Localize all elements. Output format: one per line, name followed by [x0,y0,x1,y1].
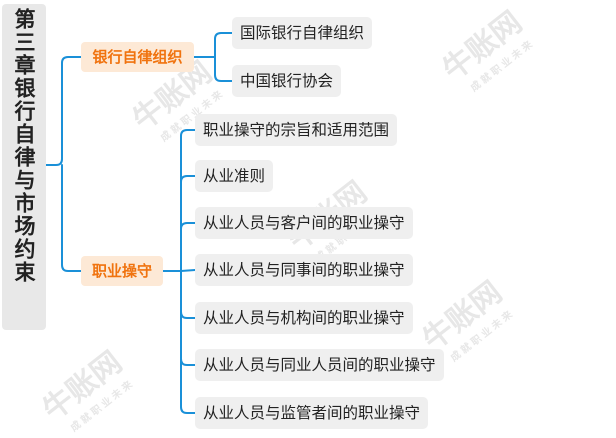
leaf-label: 从业人员与同业人员间的职业操守 [203,356,436,374]
leaf-label: 从业准则 [203,167,266,185]
connector-branch-leaf [214,32,233,58]
leaf-topic[interactable]: 职业操守的宗旨和适用范围 [195,114,398,146]
branch-bank-self-regulation[interactable]: 银行自律组织 [81,42,194,72]
leaf-topic[interactable]: 从业人员与监管者间的职业操守 [195,397,429,429]
leaf-topic[interactable]: 中国银行协会 [232,65,342,97]
leaf-label: 国际银行自律组织 [240,24,365,42]
leaf-topic[interactable]: 从业人员与同事间的职业操守 [195,254,413,286]
connector-branch-leaf [180,270,196,414]
leaf-label: 从业人员与监管者间的职业操守 [203,404,421,422]
branch-label: 银行自律组织 [92,48,183,66]
branch-professional-ethics[interactable]: 职业操守 [81,256,163,286]
connector-branch-leaf [180,222,196,272]
connector-branch-leaf [180,270,196,319]
connector-branch-leaf [180,129,196,272]
leaf-label: 从业人员与客户间的职业操守 [203,214,405,232]
leaf-topic[interactable]: 从业准则 [195,160,274,192]
connector-root-branch [61,164,82,272]
leaf-topic[interactable]: 国际银行自律组织 [232,17,373,49]
root-topic[interactable]: 第三章银行自律与市场约束 [2,4,46,330]
connector-root-branch [45,56,82,166]
leaf-label: 职业操守的宗旨和适用范围 [203,121,390,139]
leaf-topic[interactable]: 从业人员与客户间的职业操守 [195,207,413,239]
leaf-topic[interactable]: 从业人员与同业人员间的职业操守 [195,349,444,381]
connector-branch-leaf [180,269,196,272]
leaf-topic[interactable]: 从业人员与机构间的职业操守 [195,302,413,334]
leaf-label: 中国银行协会 [240,72,334,90]
branch-label: 职业操守 [91,262,152,280]
connector-branch-leaf [214,56,233,82]
leaf-label: 从业人员与机构间的职业操守 [203,309,405,327]
connector-branch-leaf [180,175,196,272]
root-topic-title: 第三章银行自律与市场约束 [12,8,36,284]
leaf-label: 从业人员与同事间的职业操守 [203,261,405,279]
